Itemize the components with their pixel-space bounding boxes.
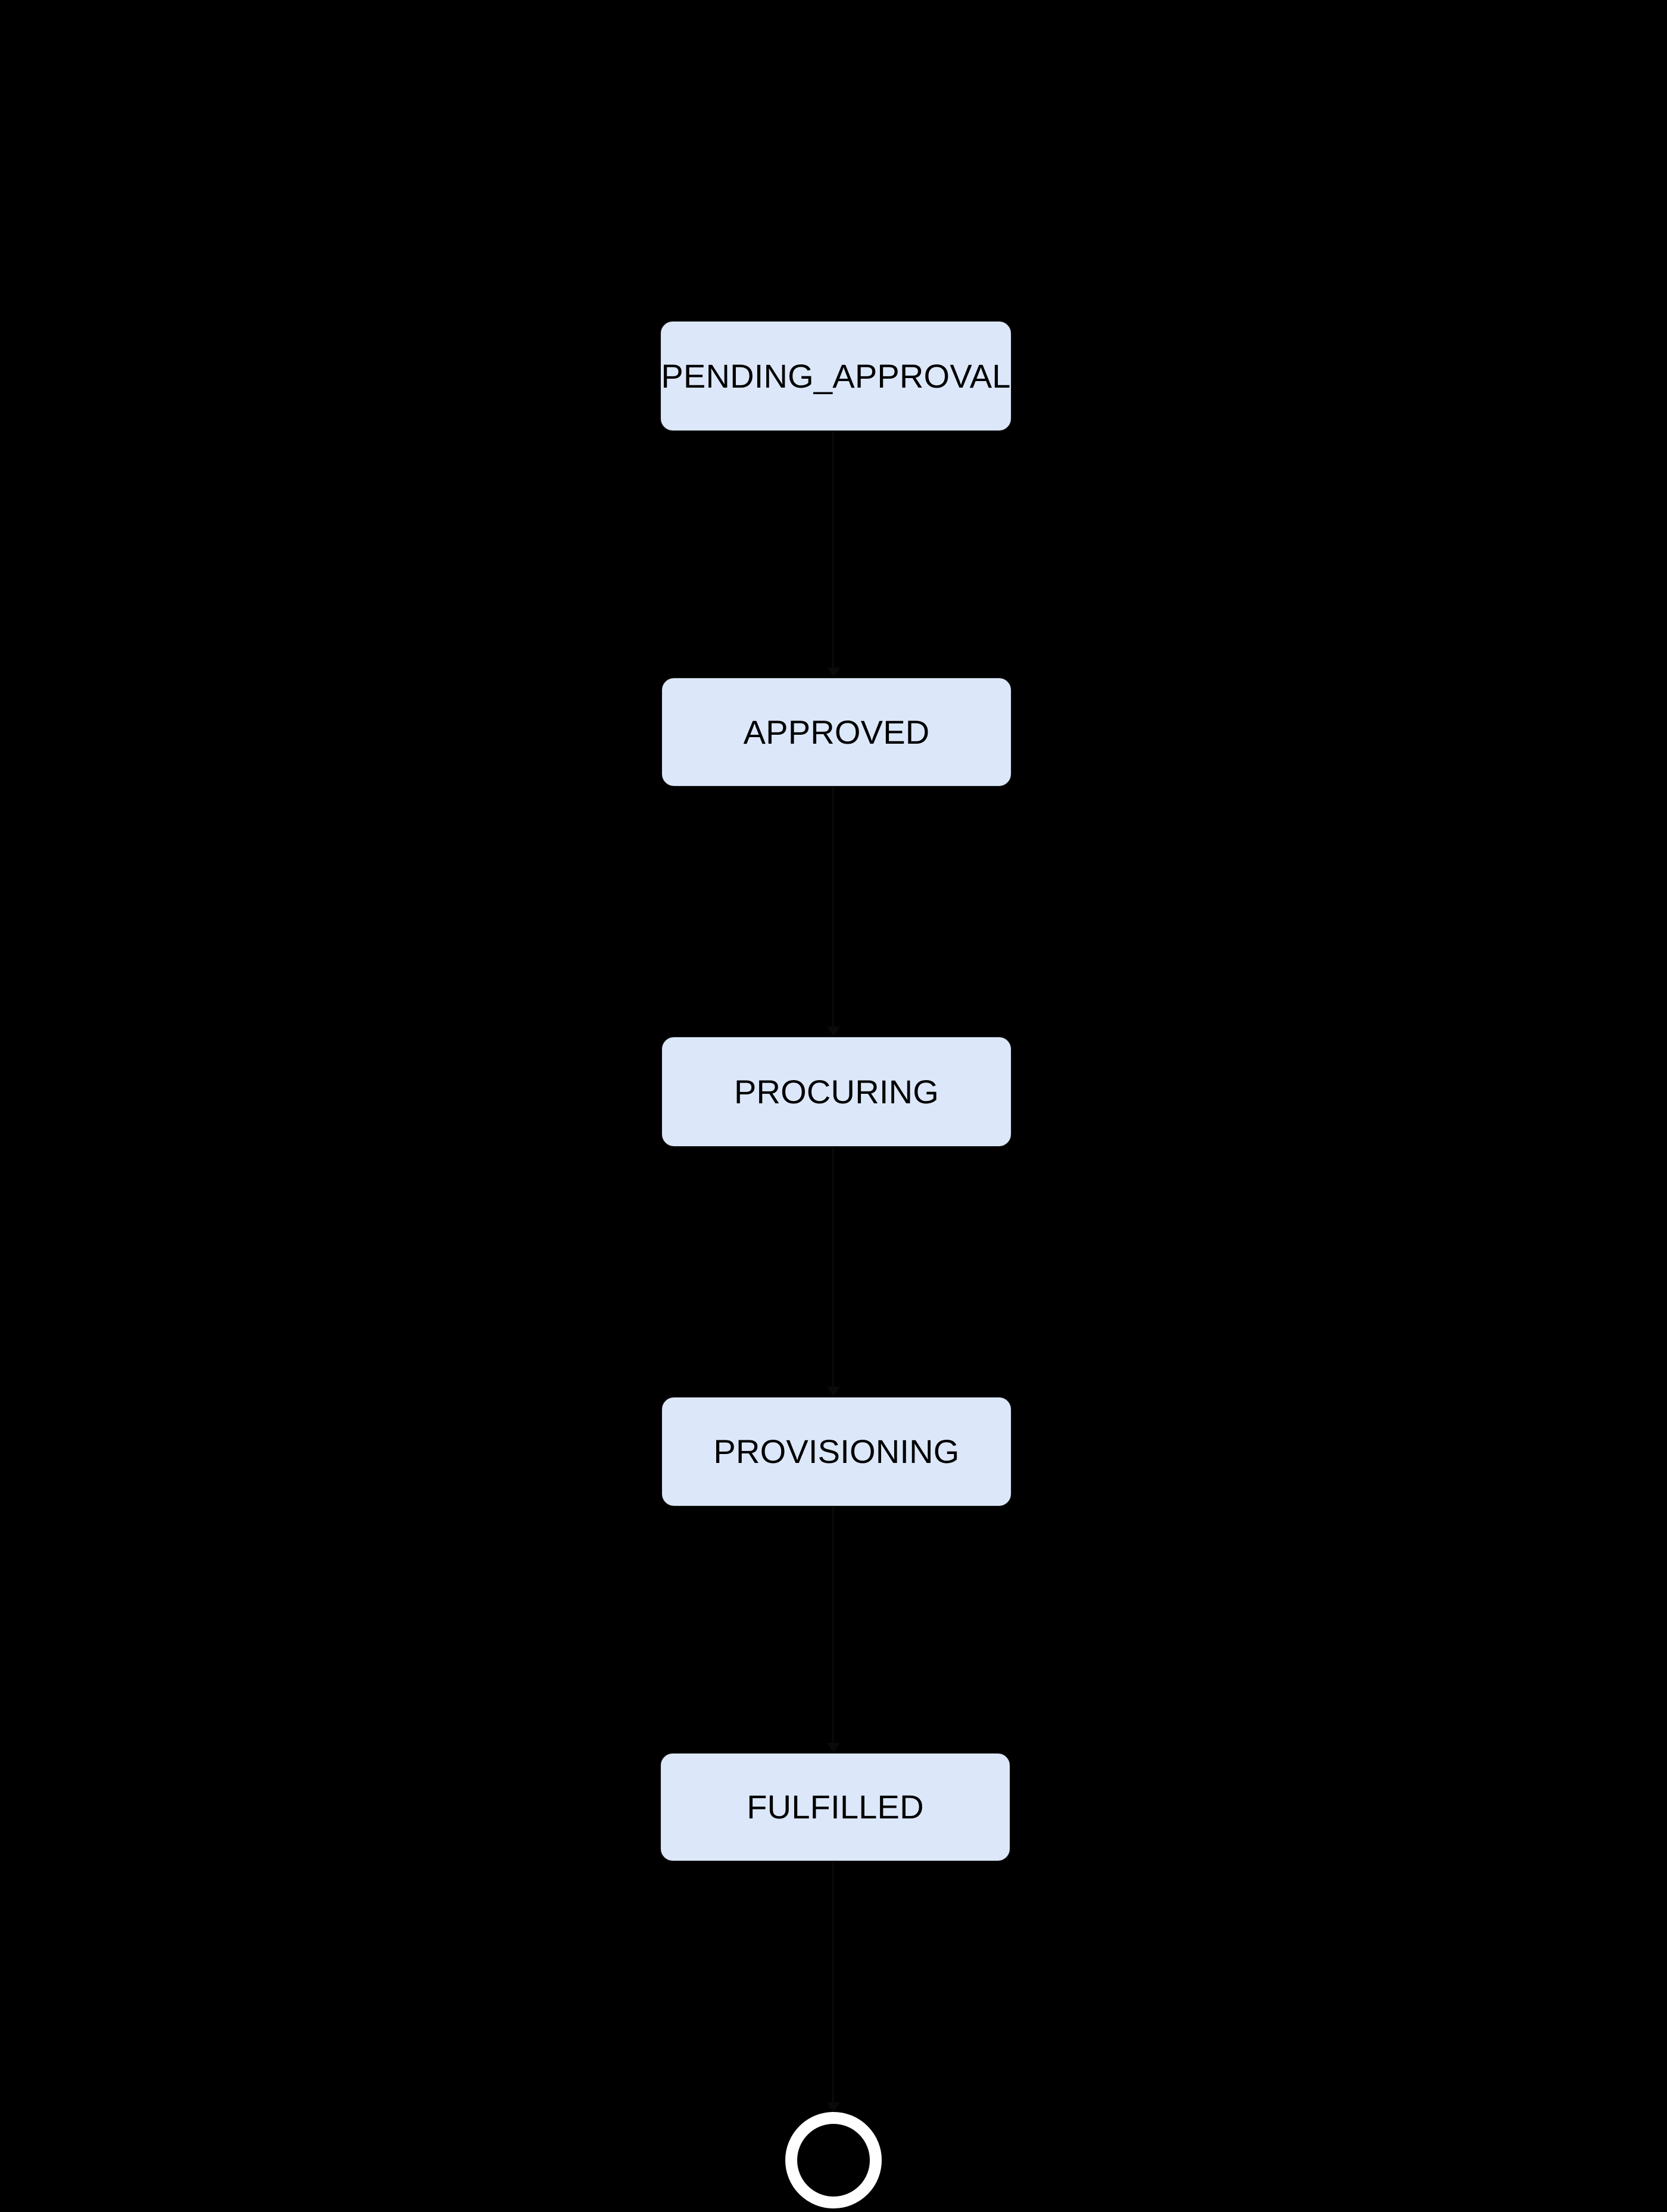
state-node-procuring[interactable]: PROCURING xyxy=(661,1036,1012,1147)
edge-arrowhead-fulfilled xyxy=(827,1743,840,1752)
state-node-pending-approval[interactable]: PENDING_APPROVAL xyxy=(660,320,1012,432)
state-label-procuring: PROCURING xyxy=(733,1072,939,1110)
edge-provisioning-to-fulfilled xyxy=(832,1507,834,1743)
state-node-approved[interactable]: APPROVED xyxy=(661,677,1012,787)
state-node-fulfilled[interactable]: FULFILLED xyxy=(660,1752,1011,1862)
state-label-provisioning: PROVISIONING xyxy=(713,1433,960,1470)
end-state-marker xyxy=(785,2112,882,2208)
edge-arrowhead-approved xyxy=(827,667,840,677)
state-label-approved: APPROVED xyxy=(743,713,930,751)
state-label-fulfilled: FULFILLED xyxy=(747,1788,924,1826)
edge-fulfilled-to-end xyxy=(832,1862,834,2102)
edge-arrowhead-end xyxy=(827,2102,840,2112)
state-node-provisioning[interactable]: PROVISIONING xyxy=(661,1396,1012,1507)
state-label-pending-approval: PENDING_APPROVAL xyxy=(661,357,1011,395)
edge-pending-approval-to-approved xyxy=(832,432,834,667)
edge-approved-to-procuring xyxy=(832,787,834,1027)
edge-arrowhead-procuring xyxy=(827,1027,840,1036)
edge-procuring-to-provisioning xyxy=(832,1147,834,1387)
edge-arrowhead-provisioning xyxy=(827,1387,840,1396)
